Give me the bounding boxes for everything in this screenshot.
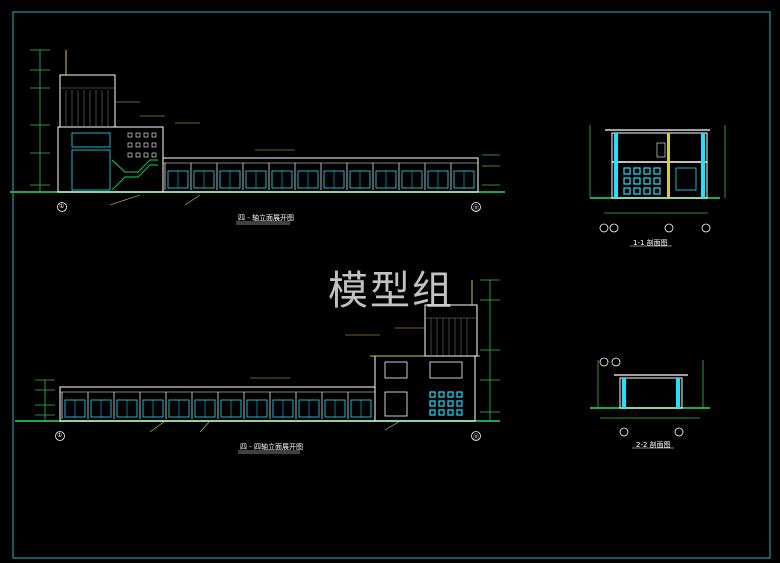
upper-glazing xyxy=(71,132,111,148)
window-grid xyxy=(623,167,661,195)
wing-bays xyxy=(61,392,372,419)
main-block xyxy=(374,355,476,422)
axis-label: ⑪ xyxy=(473,434,480,441)
window-pane xyxy=(623,177,631,185)
entrance-glazing xyxy=(71,149,111,191)
section-2-2-caption: 2-2 剖面图 xyxy=(636,441,671,449)
axis-label: ① xyxy=(59,203,65,210)
elevation-top-caption: 四 - 轴立面展开图 xyxy=(238,214,294,222)
axis-bubble xyxy=(664,223,674,233)
dimension-lines xyxy=(597,360,704,419)
upper-window xyxy=(384,361,408,379)
watermark: 模型组 xyxy=(328,268,454,314)
axis-label: ⑪ xyxy=(473,205,480,212)
axis-bubble-left xyxy=(55,431,65,441)
axis-bubble xyxy=(599,357,609,367)
section-outline xyxy=(611,132,708,199)
axis-bubble xyxy=(619,427,629,437)
level-marks-left xyxy=(30,49,50,192)
window-pane xyxy=(447,400,454,407)
door xyxy=(675,167,697,191)
upper-window xyxy=(429,361,463,379)
level-marks-right xyxy=(480,279,500,421)
axis-bubble xyxy=(609,223,619,233)
stair xyxy=(111,164,158,191)
window-pane xyxy=(633,167,641,175)
window-grid xyxy=(429,391,463,416)
tower-block xyxy=(59,74,116,128)
wing-bays xyxy=(164,163,475,190)
axis-bubble-left xyxy=(57,202,67,212)
tower-block xyxy=(424,304,478,357)
window-pane xyxy=(633,177,641,185)
axis-bubble-right xyxy=(471,431,481,441)
window-pane xyxy=(456,409,463,416)
wing-block xyxy=(162,157,479,193)
leader-lines xyxy=(109,101,295,206)
window-pane xyxy=(438,400,445,407)
axis-bubble xyxy=(674,427,684,437)
axis-bubble xyxy=(701,223,711,233)
section-1-1-caption: 1-1 剖面图 xyxy=(633,239,668,247)
window-pane xyxy=(447,391,454,398)
tower-mullions xyxy=(425,317,477,356)
dimension-lines xyxy=(589,125,726,214)
axis-bubble-right xyxy=(471,202,481,212)
column-mid xyxy=(667,133,670,198)
section-1-1 xyxy=(589,125,726,247)
axis-bubble xyxy=(611,357,621,367)
window-pane xyxy=(623,187,631,195)
stair-rail xyxy=(111,159,158,173)
level-marks-left xyxy=(35,379,55,421)
level-marks-right xyxy=(482,154,500,186)
section-2-2 xyxy=(590,357,710,449)
section-outline xyxy=(619,377,683,409)
window-pane xyxy=(429,400,436,407)
column-right xyxy=(701,133,705,198)
window-pane xyxy=(429,391,436,398)
elevation-bottom xyxy=(15,279,500,454)
window-pane xyxy=(623,167,631,175)
sheet-frame xyxy=(12,11,771,559)
window-grid xyxy=(127,132,157,158)
leader-lines xyxy=(149,327,425,433)
window-pane xyxy=(633,187,641,195)
window-pane xyxy=(438,409,445,416)
axis-label: ① xyxy=(57,432,63,439)
window-pane xyxy=(438,391,445,398)
column-left xyxy=(614,133,618,198)
elevation-top xyxy=(10,49,505,225)
window-pane xyxy=(447,409,454,416)
column-right xyxy=(676,378,680,408)
elevation-bottom-caption: 四 - 四轴立面展开图 xyxy=(240,443,303,451)
lower-window xyxy=(384,391,408,417)
window-pane xyxy=(643,187,651,195)
window-pane xyxy=(653,187,661,195)
window-pane xyxy=(456,400,463,407)
tower-mullions xyxy=(60,87,115,127)
window-pane xyxy=(643,177,651,185)
window-pane xyxy=(653,177,661,185)
window-pane xyxy=(456,391,463,398)
axis-bubble xyxy=(599,223,609,233)
window-pane xyxy=(653,167,661,175)
column-left xyxy=(622,378,626,408)
opening xyxy=(656,142,666,158)
window-pane xyxy=(429,409,436,416)
window-pane xyxy=(643,167,651,175)
